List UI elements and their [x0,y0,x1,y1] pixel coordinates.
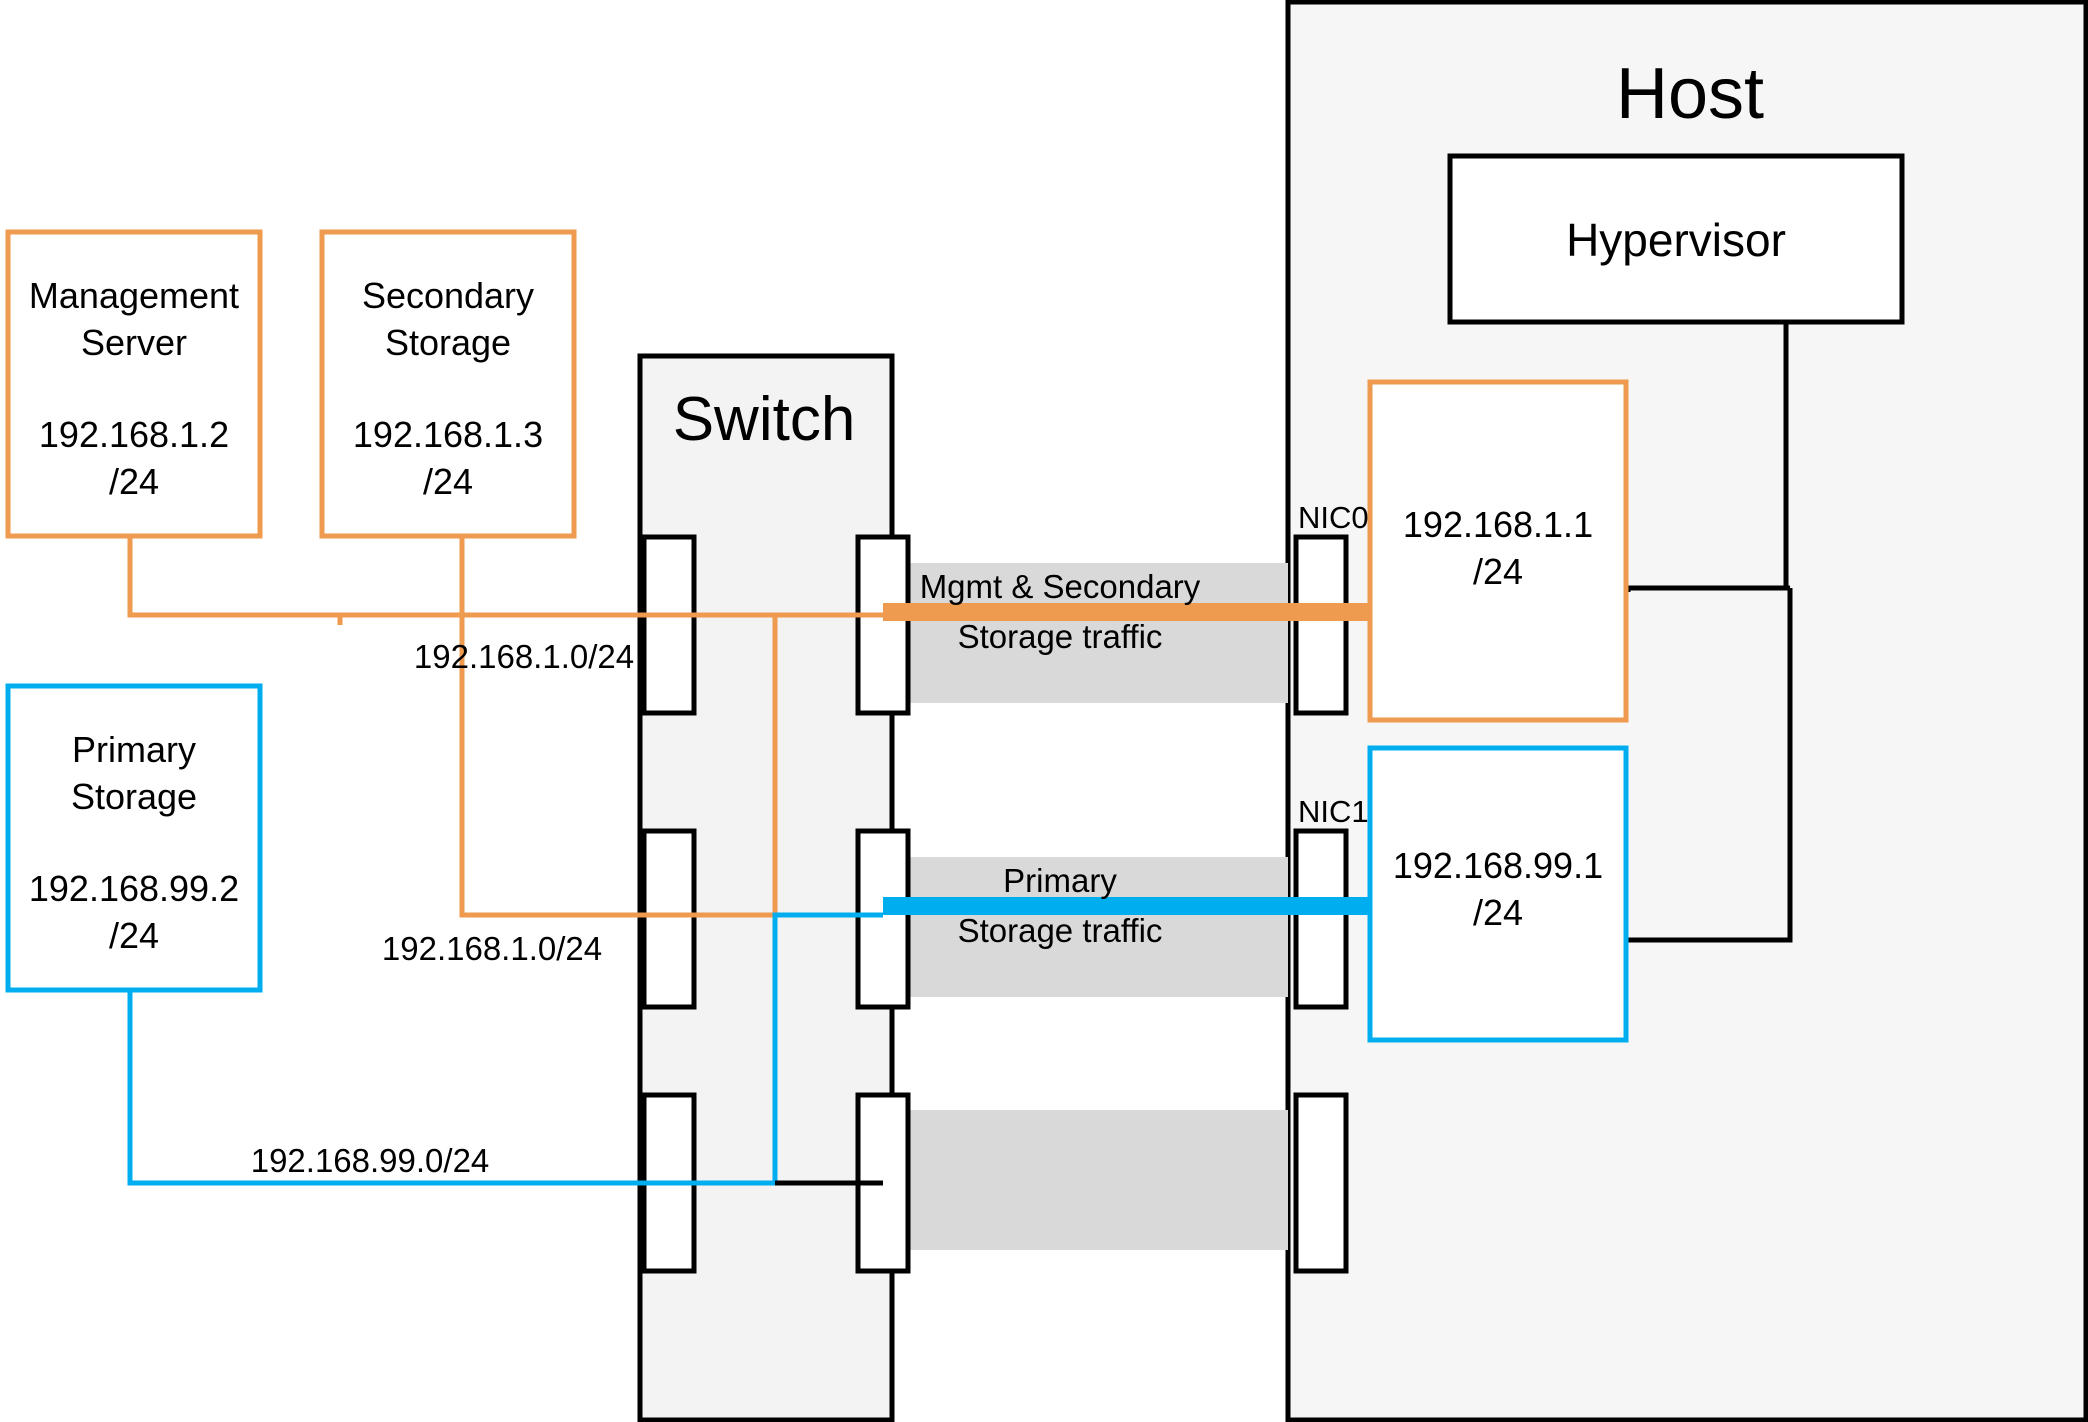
host-bus-vertical [1628,588,1793,943]
nic0-mask: /24 [1473,551,1523,592]
node-primary-storage[interactable] [5,683,263,993]
traffic-label-primary-line2: Storage traffic [958,912,1163,949]
host-nic2-port[interactable] [1293,1092,1349,1274]
switch-title: Switch [673,385,856,454]
label-mgmt-subnet-top: 192.168.1.0/24 [414,638,634,675]
traffic-label-primary-line1: Primary [1003,862,1117,899]
switch-port-right-1[interactable] [855,534,911,716]
nic0-label: NIC0 [1298,500,1369,535]
traffic-band-unlabeled [892,1110,1288,1250]
primary-storage-mask: /24 [109,915,159,956]
link-primary-traffic-thick [883,897,1371,915]
label-storage-subnet: 192.168.99.0/24 [251,1142,490,1179]
primary-storage-ip: 192.168.99.2 [29,868,239,909]
nic0-ip: 192.168.1.1 [1403,504,1593,545]
link-mgmt-traffic-thick [883,603,1371,621]
node-nic0-address-box[interactable] [1367,379,1629,723]
traffic-label-mgmt-line1: Mgmt & Secondary [920,568,1201,605]
nic1-label: NIC1 [1298,794,1369,829]
host-title: Host [1616,54,1764,134]
switch-port-left-1[interactable] [641,534,697,716]
host-nic1-port[interactable] [1293,828,1349,1010]
label-mgmt-subnet-bottom: 192.168.1.0/24 [382,930,602,967]
nic1-ip: 192.168.99.1 [1393,845,1603,886]
management-server-name-line1: Management [29,275,239,316]
switch-port-left-2[interactable] [641,828,697,1010]
traffic-label-mgmt-line2: Storage traffic [958,618,1163,655]
secondary-storage-name-line1: Secondary [362,275,534,316]
management-server-name-line2: Server [81,322,187,363]
primary-storage-name-line2: Storage [71,776,197,817]
cable-primary-storage-to-switch [127,990,669,1186]
secondary-storage-name-line2: Storage [385,322,511,363]
management-server-mask: /24 [109,461,159,502]
switch-internal-blue [669,912,883,1186]
nic1-mask: /24 [1473,892,1523,933]
traffic-band-primary [892,857,1288,997]
node-secondary-storage[interactable] [319,229,577,539]
primary-storage-name-line1: Primary [72,729,196,770]
cable-mgmt-server-to-switch [127,536,669,625]
switch-port-right-2[interactable] [855,828,911,1010]
secondary-storage-mask: /24 [423,461,473,502]
traffic-band-mgmt [892,563,1288,703]
node-nic1-address-box[interactable] [1367,745,1629,1043]
hypervisor-label: Hypervisor [1566,214,1786,266]
node-management-server[interactable] [5,229,263,539]
management-server-ip: 192.168.1.2 [39,414,229,455]
cable-secondary-storage-to-switch [459,536,669,918]
host-nic0-port[interactable] [1293,534,1349,716]
secondary-storage-ip: 192.168.1.3 [353,414,543,455]
node-hypervisor[interactable] [1447,153,1905,325]
